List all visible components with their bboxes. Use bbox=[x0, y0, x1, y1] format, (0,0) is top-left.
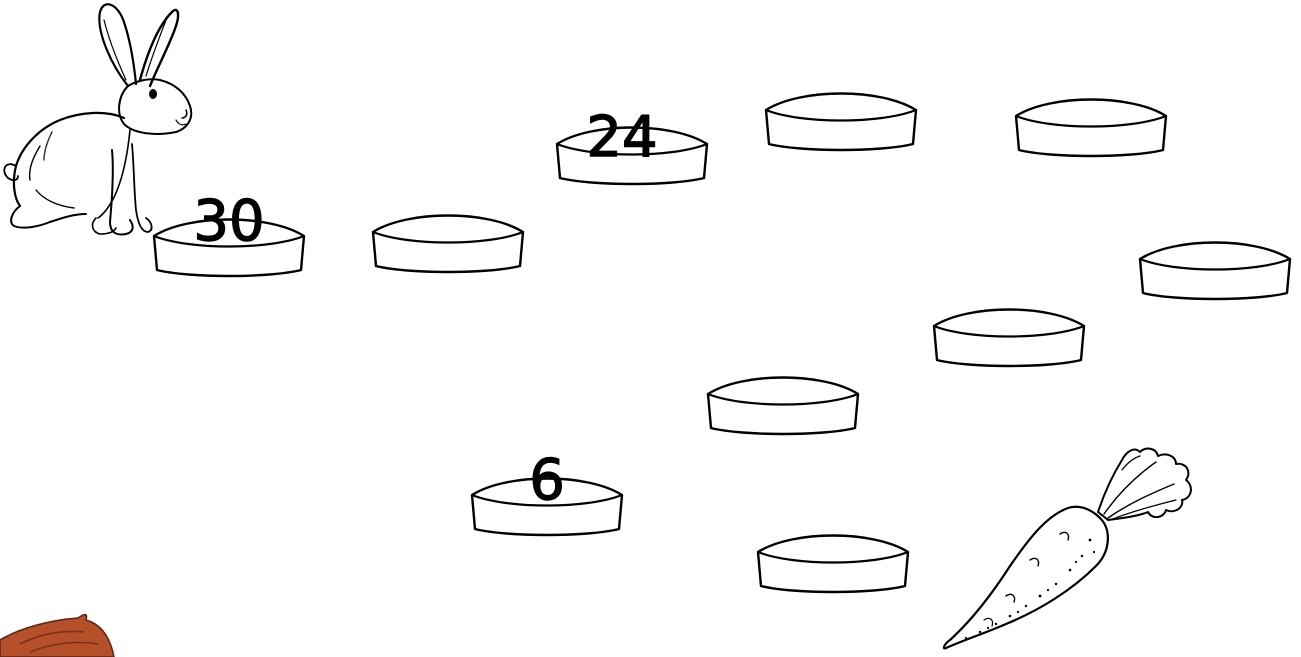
stepping-stone[interactable] bbox=[1016, 100, 1166, 157]
stepping-stone[interactable] bbox=[1140, 243, 1290, 300]
rabbit-icon bbox=[4, 4, 191, 234]
stepping-stone[interactable]: 6 bbox=[472, 448, 622, 535]
stepping-stone[interactable]: 30 bbox=[154, 189, 304, 276]
hair-icon bbox=[0, 615, 114, 657]
stepping-stone[interactable] bbox=[708, 378, 858, 435]
stepping-stone[interactable] bbox=[934, 310, 1084, 367]
stepping-stone[interactable] bbox=[766, 94, 916, 151]
stepping-stone[interactable]: 24 bbox=[557, 105, 707, 184]
stone-number: 6 bbox=[529, 448, 565, 513]
stone-number: 24 bbox=[586, 105, 657, 170]
stone-number: 30 bbox=[193, 189, 264, 254]
carrot-icon bbox=[944, 449, 1191, 649]
stepping-stone[interactable] bbox=[373, 216, 523, 273]
stepping-stone[interactable] bbox=[758, 536, 908, 593]
